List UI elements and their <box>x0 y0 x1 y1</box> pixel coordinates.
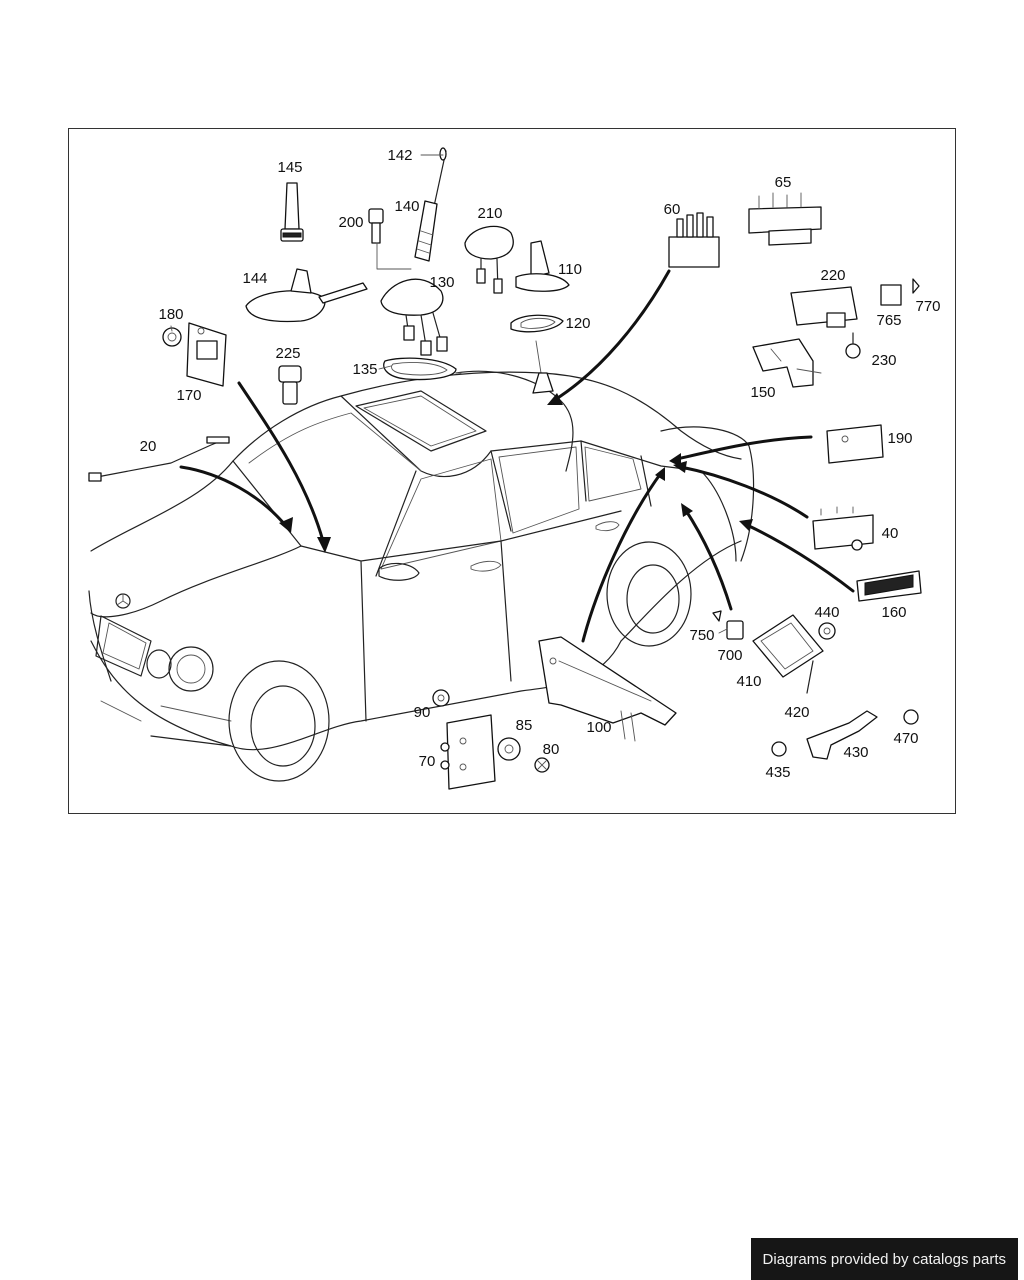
part-65-drawing <box>748 192 822 246</box>
label-435: 435 <box>765 764 790 781</box>
part-110-drawing <box>515 240 570 292</box>
label-750: 750 <box>689 627 714 644</box>
label-130: 130 <box>429 274 454 291</box>
label-190: 190 <box>887 430 912 447</box>
part-410-420-drawing <box>752 614 824 694</box>
label-135: 135 <box>352 361 377 378</box>
label-470: 470 <box>893 730 918 747</box>
leader-lines <box>170 154 728 634</box>
part-20-drawing <box>88 436 230 482</box>
part-140-142-drawing <box>414 147 447 262</box>
diagram-credit-badge: Diagrams provided by catalogs parts <box>750 1238 1018 1280</box>
label-20: 20 <box>140 438 157 455</box>
part-number-labels: 145 142 140 200 210 144 130 110 120 180 … <box>140 147 941 781</box>
part-750-700-drawing <box>712 610 744 640</box>
part-440-drawing <box>818 622 836 640</box>
part-225-drawing <box>278 365 302 405</box>
car-body-outline <box>88 370 755 782</box>
label-230: 230 <box>871 352 896 369</box>
label-410: 410 <box>736 673 761 690</box>
label-100: 100 <box>586 719 611 736</box>
label-160: 160 <box>881 604 906 621</box>
label-140: 140 <box>394 198 419 215</box>
part-100-drawing <box>538 636 677 742</box>
label-700: 700 <box>717 647 742 664</box>
parts-diagram-frame: 145 142 140 200 210 144 130 110 120 180 … <box>68 128 956 814</box>
label-142: 142 <box>387 147 412 164</box>
part-130-drawing <box>380 278 448 356</box>
part-135-drawing <box>383 357 457 381</box>
label-80: 80 <box>543 741 560 758</box>
part-210-drawing <box>464 225 514 294</box>
label-220: 220 <box>820 267 845 284</box>
label-170: 170 <box>176 387 201 404</box>
label-144: 144 <box>242 270 267 287</box>
label-120: 120 <box>565 315 590 332</box>
part-60-drawing <box>668 212 720 268</box>
label-420: 420 <box>784 704 809 721</box>
assembly-arrows <box>179 269 855 643</box>
part-230-drawing <box>845 332 861 359</box>
label-145: 145 <box>277 159 302 176</box>
part-144-drawing <box>245 268 368 323</box>
label-180: 180 <box>158 306 183 323</box>
part-120-drawing <box>510 314 564 394</box>
label-60: 60 <box>664 201 681 218</box>
part-220-765-770-drawing <box>790 278 920 328</box>
part-430-435-470-drawing <box>771 709 919 760</box>
label-225: 225 <box>275 345 300 362</box>
exploded-parts-diagram: 145 142 140 200 210 144 130 110 120 180 … <box>88 147 941 790</box>
part-200-drawing <box>368 208 412 270</box>
label-85: 85 <box>516 717 533 734</box>
label-110: 110 <box>558 261 582 278</box>
part-145-drawing <box>280 182 304 242</box>
part-90-drawing <box>432 689 450 707</box>
part-70-drawing <box>440 714 496 790</box>
label-765: 765 <box>876 312 901 329</box>
label-210: 210 <box>477 205 502 222</box>
part-40-drawing <box>812 506 874 551</box>
label-70: 70 <box>419 753 436 770</box>
part-150-drawing <box>752 338 822 388</box>
part-180-170-drawing <box>162 322 227 387</box>
part-190-drawing <box>826 424 884 464</box>
label-65: 65 <box>775 174 792 191</box>
label-430: 430 <box>843 744 868 761</box>
label-200: 200 <box>338 214 363 231</box>
label-40: 40 <box>882 525 899 542</box>
part-85-80-drawing <box>497 737 550 773</box>
label-770: 770 <box>915 298 940 315</box>
label-150: 150 <box>750 384 775 401</box>
part-160-drawing <box>856 570 922 602</box>
label-440: 440 <box>814 604 839 621</box>
label-90: 90 <box>414 704 431 721</box>
